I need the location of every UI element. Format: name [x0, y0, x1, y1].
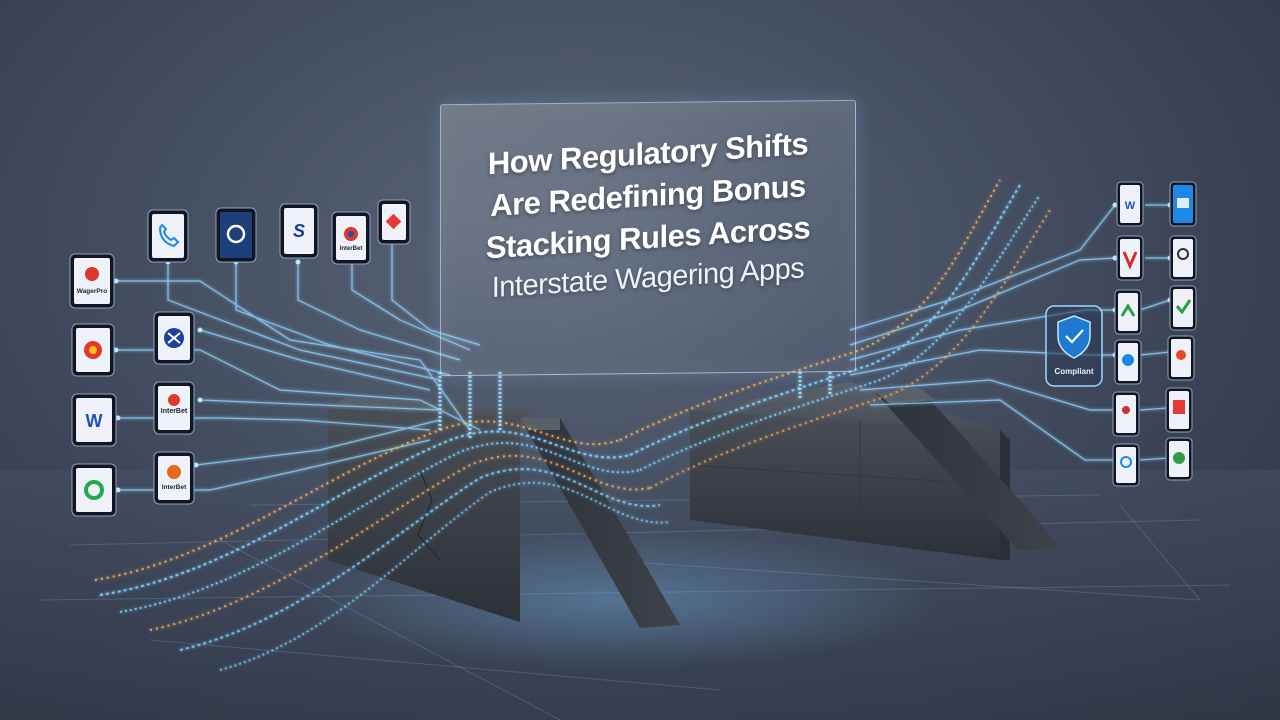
- blue-swirl-icon: [1120, 456, 1132, 468]
- phone-red-circle[interactable]: [71, 323, 115, 377]
- phone-w-logo[interactable]: W: [71, 393, 117, 447]
- compliant-label: Compliant: [1054, 367, 1094, 376]
- blue-tile-icon: [1177, 198, 1189, 208]
- phone-r6[interactable]: [1169, 285, 1197, 331]
- phone-r12[interactable]: [1165, 437, 1193, 481]
- right-barrier-wall: [689, 382, 1062, 560]
- phone-handset[interactable]: [147, 209, 189, 263]
- phone-interbet[interactable]: [331, 211, 371, 265]
- glass-title-panel: How Regulatory Shifts Are Redefining Bon…: [440, 99, 856, 377]
- interbet-2-label: InterBet: [160, 408, 188, 415]
- green-circle-icon: [1173, 452, 1185, 464]
- blue-check-icon: [1122, 354, 1134, 366]
- data-stream-waves: [94, 179, 1051, 671]
- phone-blue-arc[interactable]: [215, 207, 257, 263]
- ramp-beam: [520, 418, 680, 628]
- phone-r7[interactable]: [1114, 339, 1142, 385]
- phone-x-check[interactable]: [153, 311, 195, 365]
- phone-r1[interactable]: W: [1116, 181, 1144, 227]
- compliant-badge: [1045, 305, 1103, 387]
- diamond-icon: [385, 213, 402, 230]
- wagerpro-label: WagerPro: [76, 288, 108, 295]
- red-orange-icon: [1176, 350, 1186, 360]
- phone-intersbet[interactable]: [153, 451, 195, 505]
- left-barrier-wall: [328, 398, 536, 622]
- phone-r9[interactable]: [1112, 391, 1140, 437]
- phone-red-diamond[interactable]: [377, 199, 411, 245]
- red-badge-icon: [168, 394, 180, 406]
- phone-r4[interactable]: [1169, 235, 1197, 281]
- red-square-icon: [1173, 400, 1185, 414]
- red-badge-icon: [1122, 406, 1130, 414]
- dark-circle-icon: [1177, 248, 1189, 260]
- left-phone-column-1: W: [69, 253, 117, 517]
- arc-icon: [226, 224, 246, 244]
- green-check-icon: [1175, 299, 1192, 315]
- interbet-label: InterBet: [339, 246, 363, 252]
- phone-r10[interactable]: [1165, 387, 1193, 433]
- phone-green-c[interactable]: [71, 463, 117, 517]
- phone-wagerpro[interactable]: [69, 253, 115, 309]
- intersbet-label: InterBet: [161, 484, 187, 491]
- phone-handset-icon: [158, 223, 180, 248]
- phone-r8[interactable]: [1167, 335, 1195, 381]
- phone-r3[interactable]: [1116, 235, 1144, 281]
- right-phone-column: W: [1112, 181, 1197, 487]
- left-phone-column-2: S: [147, 199, 411, 505]
- phone-blue-s[interactable]: S: [279, 203, 319, 259]
- green-c-icon: [84, 480, 104, 500]
- orange-circle-icon: [167, 465, 181, 479]
- w-letter-icon: W: [86, 411, 103, 431]
- phone-r11[interactable]: [1112, 443, 1140, 487]
- w-letter-icon: W: [1125, 200, 1136, 212]
- phone-r2[interactable]: [1169, 181, 1197, 227]
- red-badge-icon: [85, 267, 99, 281]
- red-v-icon: [1122, 251, 1138, 270]
- shield-check-icon: [1057, 315, 1091, 359]
- phone-r5[interactable]: [1114, 289, 1142, 335]
- green-chevron-icon: [1120, 303, 1136, 317]
- s-letter-icon: S: [293, 221, 305, 241]
- phone-interbet-2[interactable]: [153, 381, 195, 435]
